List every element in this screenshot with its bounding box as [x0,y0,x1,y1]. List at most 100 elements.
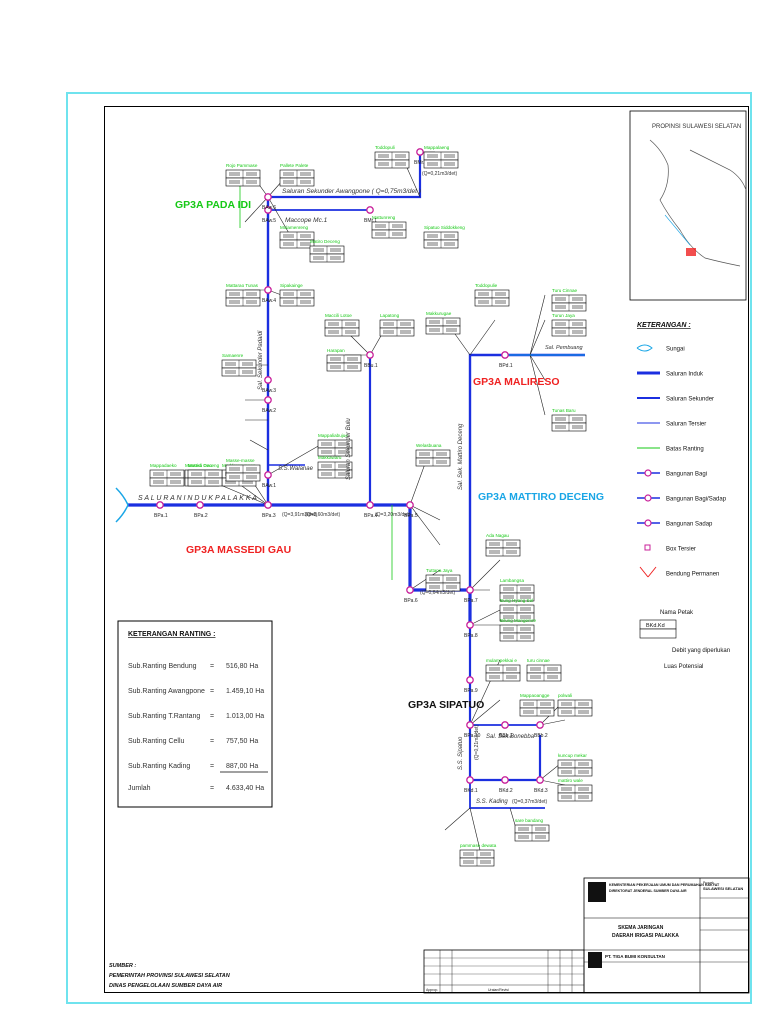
legend-row: Saluran Tersier [637,422,706,428]
node-bpa9: BPa.9 [464,676,478,694]
petak-box: Toddopulie [474,283,510,307]
title-block-text: KEMENTERIAN PEKERJAAN UMUM DAN PERUMAHAN… [426,881,743,992]
ranting-name: Sub.Ranting Bendung [128,663,197,670]
node-label: BKd.1 [464,788,478,794]
label-awangpone: Saluran Sekunder Awangpone ( Q=0,75m3/de… [282,188,421,195]
petak-box: Samaenre [221,353,257,377]
legend-label: Saluran Induk [666,372,704,378]
petak-box: turu cinnae [526,658,562,682]
petak-box: Rojo Pammase [225,163,261,187]
title-consultant: PT. TIGA BUMI KONSULTAN [605,954,665,959]
node-label: BKd.3 [534,788,548,794]
petak-name: Ada Nagau [486,533,509,538]
legend-label: Saluran Sekunder [666,397,714,403]
legend-row: Box Tersier [644,544,696,553]
petak-box: polwali [557,693,593,717]
ranting-row: Sub.Ranting Bendung=516,80 Ha [128,663,258,670]
petak-name: Mappaliabujue [318,433,348,438]
petak-box: Maccili Lotoe [324,313,360,337]
node-label: BMr.1 [364,218,377,224]
ranting-value: 1.459,10 Ha [226,688,264,695]
petak-box: Mappaliabujue [317,433,353,457]
node-label: BAw.1 [262,483,276,489]
petak-box: Masse-masse [225,458,261,482]
area-label-mattiro: GP3A MATTIRO DECENG [478,491,604,503]
petak-name: Welasbuana [416,443,442,448]
node-bpa1: BPa.1 [154,501,168,519]
ranting-eq: = [210,738,214,745]
node-bkd2: BKd.2 [499,776,513,794]
legend-label: Batas Ranting [666,447,704,453]
node-label: BPa.3 [262,513,276,519]
label-induk-flow2: (Q=3,60m3/det) [305,512,340,518]
petak-box: Mappadaeko [149,463,185,487]
node-bmr2: BMr.2 [414,148,427,166]
petak-box: Mattiro Deceng [187,463,223,487]
petak-name: Masse-masse [226,458,255,463]
legend-symbol [636,344,653,352]
label-induk-flow3: (Q=3,20m3/det) [375,512,410,518]
petak-name: Bilung Mangemre [500,618,536,623]
legend-row: Bangunan Bagi/Sadap [637,494,727,503]
channel-labels: S A L U R A N I N D U K P A L A K K A (Q… [138,171,584,805]
legend-symbol [644,494,652,502]
petak-box: pammase dewata [459,843,497,867]
petak-name: Maccili Lotoe [325,313,352,318]
ranting-name: Sub.Ranting Awangpone [128,688,205,695]
sheet-inner-frame [104,106,749,993]
title-bottom-center: Uraian/Revisi [488,988,509,992]
title-block [423,877,750,994]
node-label: BPa.10 [464,733,481,739]
ranting-name: Sub.Ranting T.Rantang [128,713,200,720]
petak-name: Lapatong [380,313,400,318]
node-baw6: BAw.6 [262,193,276,211]
petak-name: kuncup mekar [558,753,587,758]
ranting-row: Sub.Ranting Awangpone = 1.459,10 Ha [128,688,264,695]
consultant-logo [588,952,602,968]
legend-title: KETERANGAN : [637,322,691,329]
label-kading: S.S. Kading [476,799,508,805]
node-label: BPa.4 [364,513,378,519]
petak-box: Welasbuana [415,443,451,467]
legend-label: Bangunan Bagi/Sadap [666,497,727,503]
node-label: BPa.6 [404,598,418,604]
petak-name: Pallete Palete [280,163,309,168]
petak-name: pammase dewata [460,843,497,848]
petak-name: Harapan [327,348,345,353]
label-q-sipatuo: (Q=0,21m3/det) [474,725,480,760]
title-region: SULAWESI SELATAN [703,886,743,891]
label-bonebba: Sal. Sek.Bonebba [486,734,535,740]
petak-name: mulampekkai e [486,658,517,663]
legend-sample-name: Nama Petak [660,610,694,616]
legend-sample-cell: BKd.Kd [646,623,665,629]
node-label: BAw.6 [262,205,276,211]
source-line1: PEMERINTAH PROVINSI SULAWESI SELATAN [109,973,231,979]
legend-sample-luas: Luas Potensial [664,664,703,670]
legend-sample-debit: Debit yang diperlukan [672,648,730,654]
petak-name: Tunas Baru [552,408,576,413]
petak-name: Mattunreng [372,215,396,220]
node-bpa6: BPa.6 [404,586,418,604]
node-label: BPa.7 [464,598,478,604]
ranting-eq: = [210,688,214,695]
ranting-summary: KETERANGAN RANTING : Sub.Ranting Bendung… [117,620,273,808]
ranting-name: Sub.Ranting Kading [128,763,190,770]
legend-row: Bangunan Bagi [637,469,707,478]
petak-name: Mappaoangge [520,693,550,698]
node-label: BAw.4 [262,298,276,304]
petak-box: Tuttana Jaya [425,568,461,592]
ranting-rows: Sub.Ranting Bendung=516,80 HaSub.Ranting… [128,663,264,770]
petak-name: Toddopulie [475,283,498,288]
node-label: BAw.3 [262,388,276,394]
legend-label: Bangunan Sadap [666,522,713,528]
legend-row: Bendung Permanen [639,566,719,578]
title-region-label: Proyek [703,881,714,885]
petak-box: Mappaoangge [519,693,555,717]
source-label: SUMBER : [109,963,136,969]
source-line2: DINAS PENGELOLAAN SUMBER DAYA AIR [109,983,222,989]
ranting-eq: = [210,763,214,770]
ranting-value: 1.013,00 Ha [226,713,264,720]
